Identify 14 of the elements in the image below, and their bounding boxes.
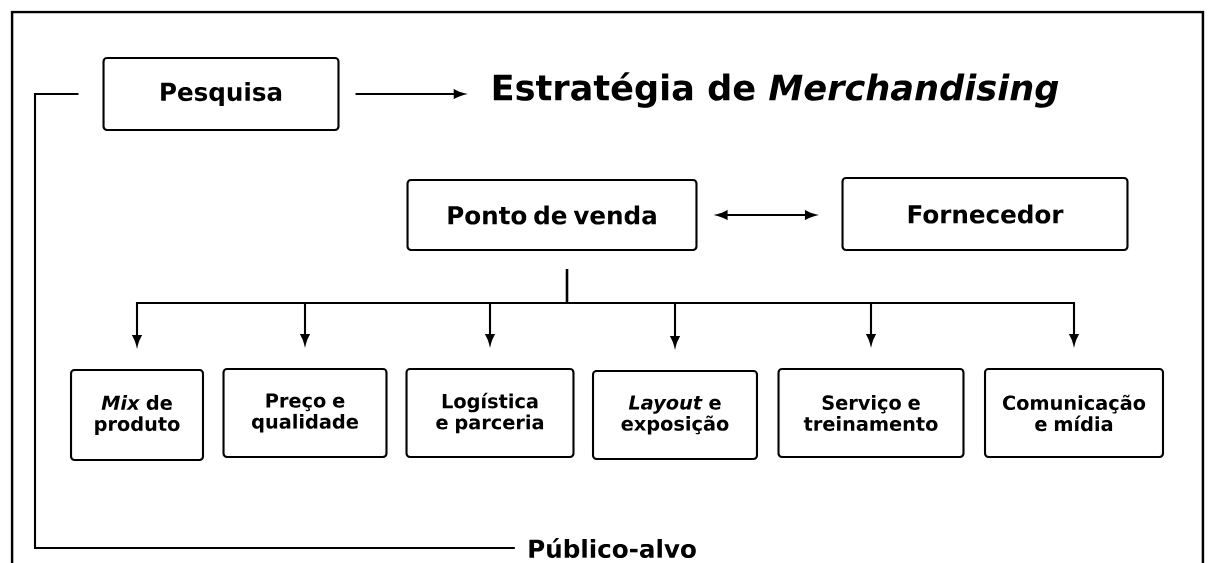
arrow: [355, 89, 465, 99]
process-box: Ponto de venda: [406, 178, 698, 252]
process-box: Pesquisa: [102, 56, 340, 132]
heading-text: Estratégia de Merchandising: [493, 72, 1059, 108]
process-box: Layout e exposição: [591, 369, 759, 461]
arrow: [565, 269, 1079, 345]
audience-label: Público-alvo: [529, 538, 696, 558]
arrow: [716, 210, 816, 220]
process-box: Logística e parceria: [405, 367, 575, 459]
process-box: Comunicação e mídia: [983, 367, 1165, 459]
process-box: Fornecedor: [841, 176, 1129, 252]
process-box: Mix de produto: [69, 368, 205, 462]
process-box: Serviço e treinamento: [777, 367, 965, 459]
process-box: Preço e qualidade: [222, 367, 388, 459]
